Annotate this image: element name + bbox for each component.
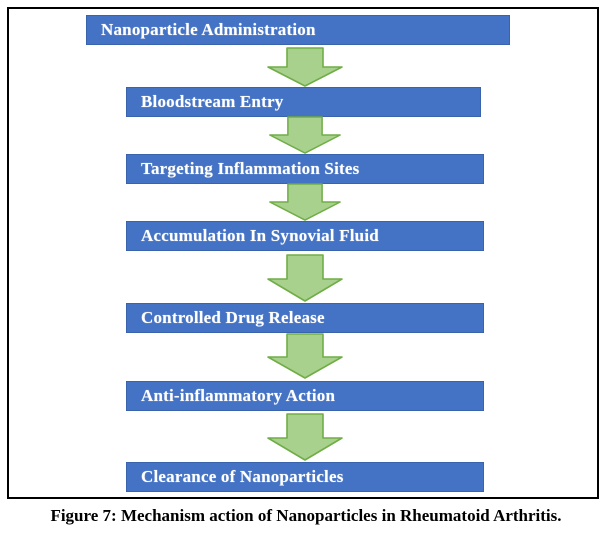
down-arrow-icon: [267, 333, 343, 379]
down-arrow-icon: [269, 183, 341, 221]
flow-arrow-3: [265, 183, 345, 221]
flow-arrow-5: [265, 333, 345, 379]
flow-node-label: Accumulation In Synovial Fluid: [141, 226, 379, 245]
flow-node-label: Bloodstream Entry: [141, 92, 284, 111]
down-arrow-icon: [269, 116, 341, 154]
flow-node-clearance-of-nanoparticles[interactable]: Clearance of Nanoparticles: [126, 462, 484, 492]
down-arrow-icon: [267, 413, 343, 461]
flow-node-label: Anti-inflammatory Action: [141, 386, 336, 405]
flow-node-anti-inflammatory-action[interactable]: Anti-inflammatory Action: [126, 381, 484, 411]
flow-arrow-6: [265, 413, 345, 461]
flow-node-label: Targeting Inflammation Sites: [141, 159, 360, 178]
figure-caption: Figure 7: Mechanism action of Nanopartic…: [50, 506, 562, 525]
flow-node-controlled-drug-release[interactable]: Controlled Drug Release: [126, 303, 484, 333]
flow-arrow-1: [265, 47, 345, 87]
flow-node-label: Clearance of Nanoparticles: [141, 467, 344, 486]
flow-node-bloodstream-entry[interactable]: Bloodstream Entry: [126, 87, 481, 117]
down-arrow-icon: [267, 47, 343, 87]
flow-node-label: Nanoparticle Administration: [101, 20, 316, 39]
down-arrow-icon: [267, 254, 343, 302]
flow-arrow-2: [265, 116, 345, 154]
flow-node-nanoparticle-administration[interactable]: Nanoparticle Administration: [86, 15, 510, 45]
flow-node-label: Controlled Drug Release: [141, 308, 325, 327]
flowchart: Nanoparticle Administration Bloodstream …: [9, 9, 597, 497]
figure-frame: Nanoparticle Administration Bloodstream …: [7, 7, 599, 499]
flow-node-targeting-inflammation-sites[interactable]: Targeting Inflammation Sites: [126, 154, 484, 184]
flow-node-accumulation-in-synovial-fluid[interactable]: Accumulation In Synovial Fluid: [126, 221, 484, 251]
flow-arrow-4: [265, 254, 345, 302]
